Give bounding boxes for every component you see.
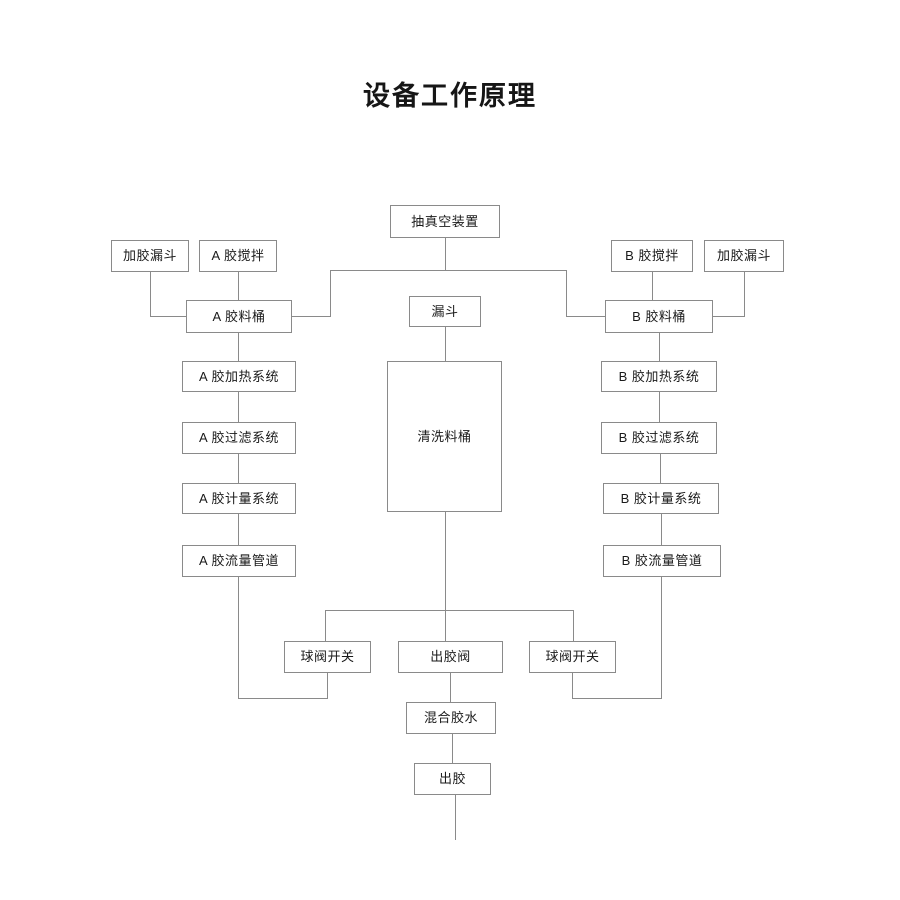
edge-wash-down <box>445 512 446 611</box>
node-b-ballvalve[interactable]: 球阀开关 <box>529 641 616 673</box>
edge-a-hopper-down <box>150 272 151 317</box>
edge-a-heat-to-filter <box>238 392 239 423</box>
edge-b-filter-to-meter <box>660 454 661 484</box>
node-b-filter[interactable]: B 胶过滤系统 <box>601 422 717 454</box>
edge-a-flowpipe-down <box>238 577 239 699</box>
edge-b-hopper-down <box>744 272 745 317</box>
node-wash-bucket[interactable]: 清洗料桶 <box>387 361 502 512</box>
edge-vacuum-down <box>445 238 446 271</box>
page-title: 设备工作原理 <box>363 81 537 111</box>
edge-vacuum-to-a-bucket <box>292 316 331 317</box>
edge-wash-bus-right-down <box>573 610 574 642</box>
node-a-bucket[interactable]: A 胶料桶 <box>186 300 292 333</box>
node-a-heat[interactable]: A 胶加热系统 <box>182 361 296 392</box>
node-b-heat[interactable]: B 胶加热系统 <box>601 361 717 392</box>
edge-a-ballvalve-down <box>327 673 328 699</box>
edge-wash-bus-left-down <box>325 610 326 642</box>
edge-b-heat-to-filter <box>659 392 660 423</box>
edge-b-flowpipe-down <box>661 577 662 699</box>
node-a-flowpipe[interactable]: A 胶流量管道 <box>182 545 296 577</box>
edge-vacuum-left-down <box>330 270 331 317</box>
edge-b-ballvalve-down <box>572 673 573 699</box>
node-glue-valve[interactable]: 出胶阀 <box>398 641 503 673</box>
edge-valve-to-mixed <box>450 673 451 703</box>
node-mixed-glue[interactable]: 混合胶水 <box>406 702 496 734</box>
edge-a-bucket-to-heat <box>238 333 239 362</box>
node-mid-hopper[interactable]: 漏斗 <box>409 296 481 327</box>
edge-wash-bus <box>325 610 573 611</box>
node-b-bucket[interactable]: B 胶料桶 <box>605 300 713 333</box>
edge-wash-bus-mid-down <box>445 610 446 642</box>
edge-a-meter-to-flowpipe <box>238 514 239 546</box>
edge-b-flowpipe-left <box>572 698 662 699</box>
edge-a-stir-down <box>238 272 239 301</box>
edge-vacuum-to-b-bucket <box>566 316 606 317</box>
edge-b-stir-down <box>652 272 653 301</box>
edge-hopper-to-wash <box>445 327 446 362</box>
edge-out-tail <box>455 795 456 840</box>
edge-vacuum-right-down <box>566 270 567 317</box>
node-b-meter[interactable]: B 胶计量系统 <box>603 483 719 514</box>
edge-b-meter-to-flowpipe <box>661 514 662 546</box>
node-b-hopper[interactable]: 加胶漏斗 <box>704 240 784 272</box>
edge-a-hopper-to-bucket <box>150 316 187 317</box>
node-a-hopper[interactable]: 加胶漏斗 <box>111 240 189 272</box>
edge-b-bucket-to-heat <box>659 333 660 362</box>
node-b-flowpipe[interactable]: B 胶流量管道 <box>603 545 721 577</box>
node-a-ballvalve[interactable]: 球阀开关 <box>284 641 371 673</box>
edge-a-filter-to-meter <box>238 454 239 484</box>
node-a-meter[interactable]: A 胶计量系统 <box>182 483 296 514</box>
edge-b-hopper-to-bucket <box>712 316 745 317</box>
node-vacuum[interactable]: 抽真空装置 <box>390 205 500 238</box>
node-a-filter[interactable]: A 胶过滤系统 <box>182 422 296 454</box>
node-a-stir[interactable]: A 胶搅拌 <box>199 240 277 272</box>
node-glue-out[interactable]: 出胶 <box>414 763 491 795</box>
edge-mixed-to-out <box>452 734 453 764</box>
edge-a-flowpipe-right <box>238 698 328 699</box>
node-b-stir[interactable]: B 胶搅拌 <box>611 240 693 272</box>
edge-vacuum-bus <box>330 270 567 271</box>
